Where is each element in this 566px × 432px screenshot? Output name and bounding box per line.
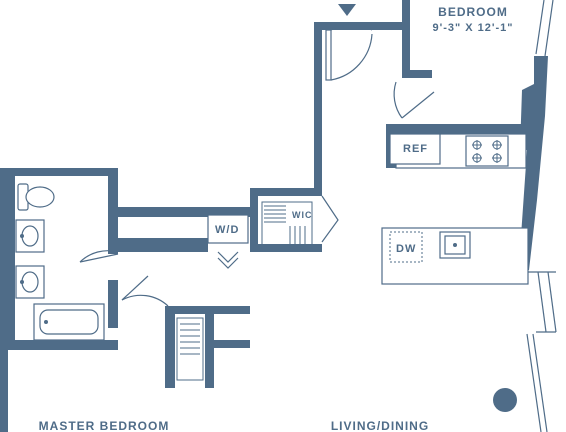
wall-kitchen-top <box>386 124 531 134</box>
stove <box>465 135 509 167</box>
bedroom-dimensions: 9'-3" X 12'-1" <box>432 22 513 34</box>
wall-bath-left <box>0 168 15 350</box>
dishwasher <box>389 231 423 263</box>
wall-bath-top <box>0 168 118 176</box>
bedroom-door[interactable] <box>393 81 435 119</box>
wall-wic-top <box>250 188 322 196</box>
wall-exterior-right <box>519 56 548 270</box>
wall-master-left <box>0 340 8 432</box>
kitchen-island: DW <box>381 227 529 285</box>
bathtub-icon <box>33 303 105 341</box>
column-icon <box>493 388 517 412</box>
stove-burner-icon <box>472 140 502 163</box>
wall-bedroom-left <box>402 0 410 76</box>
wall-wd-right <box>250 188 258 252</box>
refrigerator: REF <box>389 133 441 165</box>
wall-closet-ledge <box>205 340 250 348</box>
sink-icon <box>15 265 45 299</box>
wall-closet-left <box>165 306 175 388</box>
ref-label: REF <box>403 143 428 155</box>
entry-arrow-icon <box>338 4 356 16</box>
walk-in-closet[interactable]: WIC <box>261 195 339 247</box>
dw-label: DW <box>396 243 416 255</box>
entry-door[interactable] <box>325 24 373 81</box>
wic-label: WIC <box>292 210 313 220</box>
windows <box>526 0 557 432</box>
walls <box>0 0 432 432</box>
wall-wic-bottom <box>250 244 322 252</box>
master-bedroom-label: MASTER BEDROOM <box>39 419 170 432</box>
wd-label: W/D <box>215 224 239 236</box>
wall-corridor-lower <box>118 238 208 252</box>
wall-corridor-top <box>108 207 258 217</box>
bedroom-label: BEDROOM <box>438 5 508 19</box>
bathroom-door[interactable] <box>79 250 119 263</box>
washer-dryer[interactable]: W/D <box>207 214 249 269</box>
bathroom-fixtures <box>15 183 105 341</box>
sink-icon <box>15 219 45 253</box>
sink-icon <box>439 231 471 259</box>
linen-closet <box>176 317 204 381</box>
toilet-icon <box>17 183 55 211</box>
wall-bath-bottom <box>0 340 118 350</box>
wall-bedroom-bottom-stub <box>402 70 432 78</box>
living-dining-label: LIVING/DINING <box>331 419 429 432</box>
wall-bath-right-lower <box>108 280 118 328</box>
wall-entry-left <box>314 26 322 196</box>
master-bedroom-door[interactable] <box>121 275 169 307</box>
